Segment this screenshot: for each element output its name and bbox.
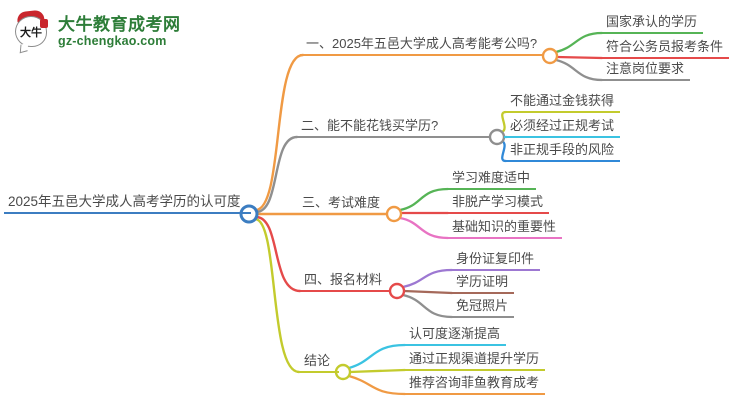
branch-2-circle — [488, 128, 506, 146]
connector-branch-4 — [254, 215, 302, 293]
site-name: 大牛教育成考网 — [58, 15, 181, 34]
node-circles — [239, 47, 559, 381]
site-logo[interactable]: 大牛 大牛教育成考网 gz-chengkao.com — [14, 9, 181, 54]
branch-3-circle — [385, 205, 403, 223]
root-node-circle — [239, 204, 259, 224]
connector-4b — [402, 289, 454, 295]
connector-4a — [401, 268, 454, 289]
connector-3a — [398, 187, 450, 212]
connector-4c — [401, 293, 454, 319]
branch-3-child-2-label: 非脱产学习模式 — [446, 192, 550, 214]
branch-4-child-3-label: 免冠照片 — [450, 296, 515, 318]
connector-branch-2 — [254, 135, 299, 214]
branch-3-child-3-label: 基础知识的重要性 — [446, 217, 563, 239]
branch-5-child-1-label: 认可度逐渐提高 — [403, 324, 507, 346]
root-node-label: 2025年五邑大学成人高考学历的认可度 — [4, 192, 251, 214]
branch-4-child-1-label: 身份证复印件 — [450, 249, 541, 271]
branch-2-label: 二、能不能花钱买学历? — [295, 116, 491, 138]
branch-1-child-2-label: 符合公务员报考条件 — [600, 37, 730, 59]
branch-5-label: 结论 — [297, 351, 339, 373]
branch-5-child-3-label: 推荐咨询菲鱼教育成考 — [403, 373, 546, 395]
connector-3c — [398, 216, 450, 240]
branch-1-child-3-label: 注意岗位要求 — [600, 59, 691, 81]
connector-5b — [348, 368, 407, 374]
logo-icon-text: 大牛 — [20, 26, 42, 39]
connector-5a — [347, 343, 407, 370]
branch-4-label: 四、报名材料 — [298, 270, 390, 292]
branch-3-label: 三、考试难度 — [296, 193, 387, 215]
site-domain: gz-chengkao.com — [58, 34, 167, 48]
branch-2-child-3-label: 非正规手段的风险 — [504, 140, 621, 162]
branch-1-child-1-label: 国家承认的学历 — [600, 12, 704, 34]
connector-branch-5 — [253, 217, 301, 374]
child-connectors — [347, 31, 604, 396]
logo-red-seal — [40, 19, 48, 28]
logo-bubble-icon: 大牛 — [14, 9, 51, 54]
branch-1-circle — [541, 47, 559, 65]
connector-branch-1 — [254, 53, 305, 212]
logo-text-block: 大牛教育成考网 gz-chengkao.com — [58, 15, 181, 49]
connector-1c — [554, 58, 604, 82]
connector-1b — [555, 55, 604, 60]
branch-3-child-1-label: 学习难度适中 — [446, 168, 537, 190]
connector-1a — [554, 31, 604, 54]
connector-5c — [347, 374, 407, 396]
branch-4-circle — [388, 282, 406, 300]
branch-2-child-1-label: 不能通过金钱获得 — [504, 91, 621, 113]
branch-4-child-2-label: 学历证明 — [450, 272, 515, 294]
branch-2-child-2-label: 必须经过正规考试 — [504, 116, 621, 138]
branch-1-label: 一、2025年五邑大学成人高考能考公吗? — [300, 34, 544, 56]
branch-5-child-2-label: 通过正规渠道提升学历 — [403, 349, 546, 371]
